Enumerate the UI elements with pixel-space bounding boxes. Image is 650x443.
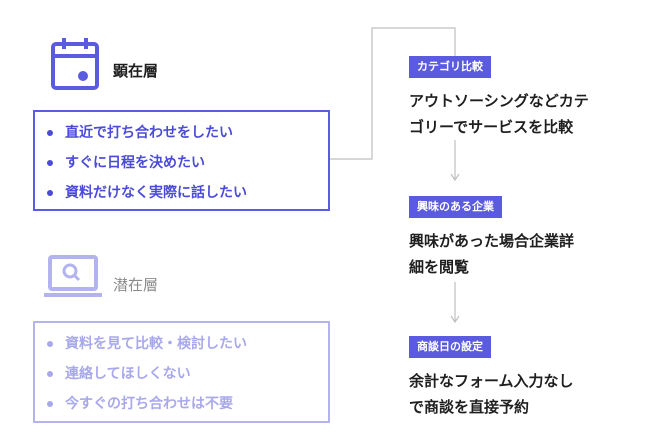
- bullet-icon: [47, 130, 53, 136]
- overt-needs-box: 直近で打ち合わせをしたい すぐに日程を決めたい 資料だけなく実際に話したい: [33, 110, 330, 211]
- step-tag-interested-company: 興味のある企業: [409, 196, 502, 218]
- latent-needs-box: 資料を見て比較・検討したい 連絡してほしくない 今すぐの打ち合わせは不要: [33, 321, 330, 423]
- step-tag-category-compare: カテゴリ比較: [409, 56, 491, 78]
- calendar-icon: [51, 38, 99, 90]
- step-description: 興味があった場合企業詳 細を閲覧: [409, 232, 575, 276]
- step-description: アウトソーシングなどカテ ゴリーでサービスを比較: [409, 92, 589, 136]
- arrow-down-icon: [450, 140, 460, 182]
- list-item: 今すぐの打ち合わせは不要: [45, 389, 318, 419]
- arrow-down-icon: [450, 282, 460, 324]
- bullet-icon: [47, 160, 53, 166]
- latent-segment-title: 潜在層: [113, 276, 159, 294]
- step-description: 余計なフォーム入力なし で商談を直接予約: [409, 372, 574, 416]
- bullet-icon: [47, 401, 53, 407]
- list-item: 連絡してほしくない: [45, 359, 318, 389]
- bullet-icon: [47, 190, 53, 196]
- list-item: 資料を見て比較・検討したい: [45, 329, 318, 359]
- list-item: 資料だけなく実際に話したい: [45, 178, 318, 208]
- step-tag-meeting-date: 商談日の設定: [409, 336, 491, 358]
- list-item: すぐに日程を決めたい: [45, 148, 318, 178]
- bullet-icon: [47, 341, 53, 347]
- bullet-icon: [47, 371, 53, 377]
- laptop-search-icon: [44, 255, 102, 297]
- list-item: 直近で打ち合わせをしたい: [45, 118, 318, 148]
- overt-segment-title: 顕在層: [113, 62, 159, 80]
